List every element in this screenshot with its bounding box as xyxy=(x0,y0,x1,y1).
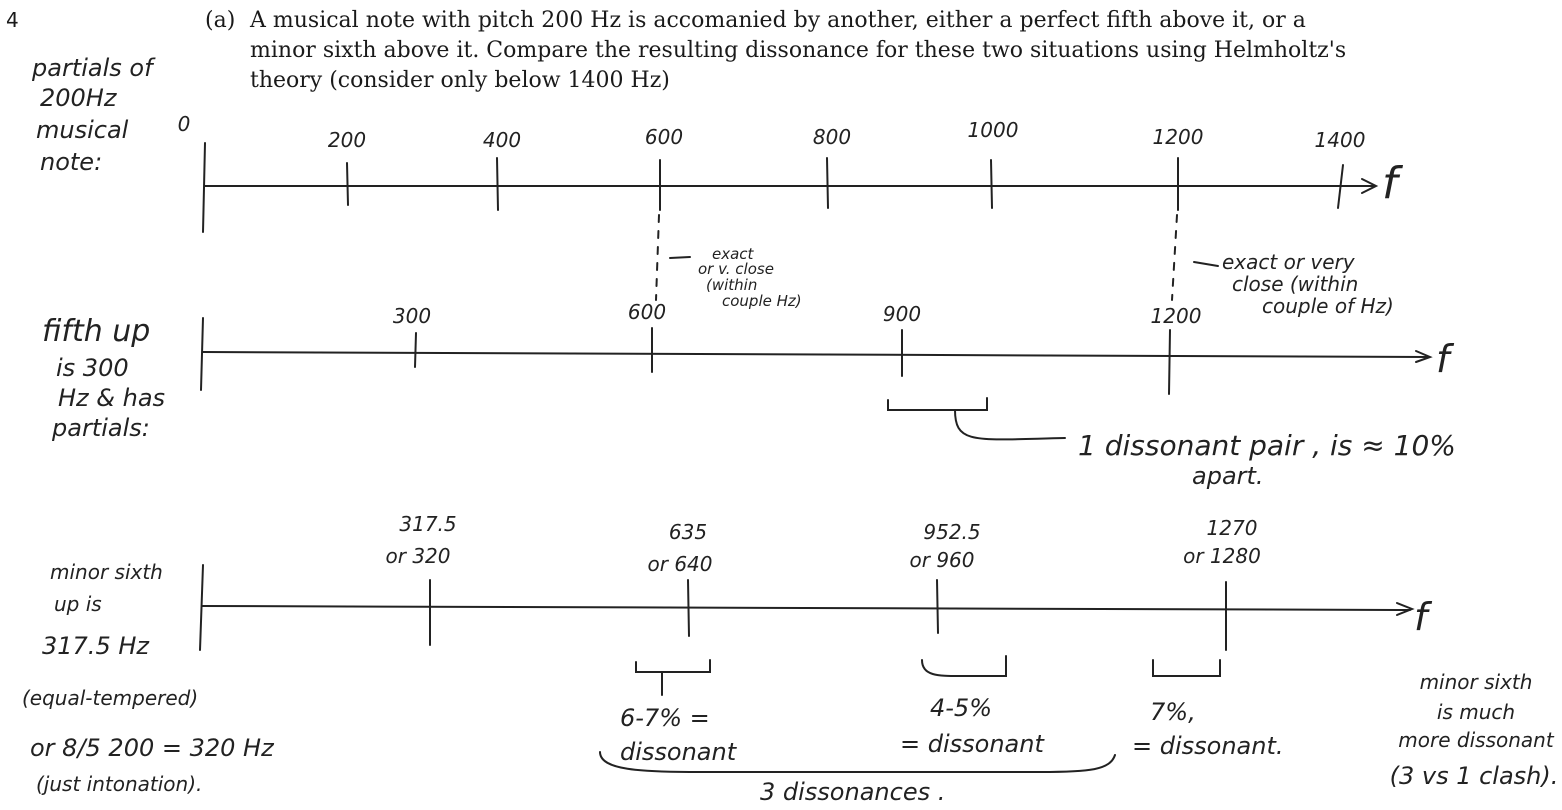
axis3-tick-b-1280: or 1280 xyxy=(1183,544,1261,568)
axis3-tick-a-1270: 1270 xyxy=(1206,516,1258,540)
axis3-bracket-3 xyxy=(1152,659,1221,677)
axis3-symbol-f: f xyxy=(1414,595,1428,639)
note1200-line-3: couple of Hz) xyxy=(1262,294,1394,318)
axis3-label-line-1: minor sixth xyxy=(50,560,163,584)
axis1-tick-1400 xyxy=(1337,164,1344,209)
axis1-tick-label-1000: 1000 xyxy=(967,118,1019,142)
axis3-total-dissonances: 3 dissonances . xyxy=(760,778,946,806)
axis2-result-line-1: 1 dissonant pair , is ≈ 10% xyxy=(1078,429,1456,462)
note1200-line-1: exact or very xyxy=(1222,250,1355,274)
axis1-tick-label-200: 200 xyxy=(327,128,367,152)
axis2-tick-label-300: 300 xyxy=(392,304,432,328)
axis2-tick-1200 xyxy=(1168,329,1171,395)
axis1-tick-800 xyxy=(826,157,829,209)
conclusion-line-3: more dissonant xyxy=(1398,728,1554,752)
axis2-line xyxy=(202,351,1429,358)
axis2-label-line-1: fifth up xyxy=(42,314,151,349)
question-line-2: minor sixth above it. Compare the result… xyxy=(250,38,1347,63)
axis1-tick-1000 xyxy=(990,159,993,209)
axis1-symbol-f: f xyxy=(1382,158,1398,209)
note600-line-2: or v. close xyxy=(698,260,774,278)
axis3-tick-a-635: 635 xyxy=(668,520,708,544)
axis1-arrowhead xyxy=(1361,178,1379,194)
axis2-label-line-3: Hz & has xyxy=(58,384,166,412)
axis3-bracket-3-line-1: 7%, xyxy=(1150,698,1196,726)
axis3-tick-635 xyxy=(687,579,690,637)
axis2-start-bar xyxy=(200,317,204,391)
axis2-label-line-2: is 300 xyxy=(56,354,129,382)
question-line-1: A musical note with pitch 200 Hz is acco… xyxy=(250,8,1306,33)
axis2-bracket-connector xyxy=(954,409,1066,441)
axis2-tick-label-900: 900 xyxy=(882,302,922,326)
axis2-bracket xyxy=(887,397,988,411)
axis2-arrowhead xyxy=(1415,350,1433,363)
axis1-tick-200 xyxy=(346,162,349,206)
axis3-tick-a-317: 317.5 xyxy=(399,512,457,536)
axis3-bracket-3-line-2: = dissonant. xyxy=(1132,732,1284,760)
axis1-tick-label-400: 400 xyxy=(482,128,522,152)
axis3-arrowhead xyxy=(1396,602,1415,616)
axis2-label-line-4: partials: xyxy=(52,414,150,442)
axis1-tick-label-1400: 1400 xyxy=(1314,128,1366,152)
axis3-tick-b-960: or 960 xyxy=(909,548,975,572)
axis1-tick-label-0: 0 xyxy=(177,112,191,136)
conclusion-line-1: minor sixth xyxy=(1419,670,1533,694)
axis2-tick-label-600: 600 xyxy=(627,300,667,324)
total-brace xyxy=(599,751,1116,773)
axis3-label-line-4: (equal-tempered) xyxy=(22,686,199,710)
axis3-label-line-3: 317.5 Hz xyxy=(42,632,149,660)
note600-dash xyxy=(669,256,691,259)
axis1-label-line-1: partials of xyxy=(32,54,153,82)
align-1200-dashed xyxy=(1171,214,1178,301)
axis3-tick-a-952: 952.5 xyxy=(923,520,981,544)
axis3-label-line-5: or 8/5 200 = 320 Hz xyxy=(30,734,274,762)
axis1-label-line-2: 200Hz xyxy=(40,84,117,112)
question-line-3: theory (consider only below 1400 Hz) xyxy=(250,68,670,93)
axis3-bracket-1 xyxy=(635,659,711,673)
axis3-label-line-2: up is xyxy=(54,592,102,616)
conclusion-line-2: is much xyxy=(1436,700,1516,724)
note600-line-4: couple Hz) xyxy=(722,292,802,310)
note1200-dash xyxy=(1193,261,1219,267)
axis3-start-bar xyxy=(199,564,204,651)
note1200-line-2: close (within xyxy=(1232,272,1359,296)
align-600-dashed xyxy=(655,214,660,301)
note600-line-1: exact xyxy=(712,245,754,263)
axis3-tick-952 xyxy=(936,579,939,634)
axis1-tick-label-1200: 1200 xyxy=(1152,125,1204,149)
axis3-line xyxy=(201,605,1411,611)
axis1-start-bar xyxy=(202,142,206,233)
axis3-tick-b-640: or 640 xyxy=(647,552,713,576)
axis1-tick-label-800: 800 xyxy=(812,125,852,149)
axis3-bracket-2-line-2: = dissonant xyxy=(900,730,1044,758)
note600-line-3: (within xyxy=(706,276,758,294)
axis3-bracket-1-line-1: 6-7% = xyxy=(620,704,710,732)
question-part-label: (a) xyxy=(205,8,236,33)
axis3-tick-b-320: or 320 xyxy=(385,544,451,568)
axis2-result-line-2: apart. xyxy=(1192,462,1264,490)
axis1-tick-label-600: 600 xyxy=(644,125,684,149)
axis3-bracket-1-line-2: dissonant xyxy=(620,738,737,766)
axis2-tick-300 xyxy=(414,332,417,368)
axis1-label-line-3: musical xyxy=(36,116,129,144)
axis3-bracket-2 xyxy=(921,655,1007,677)
axis1-tick-400 xyxy=(496,157,499,211)
conclusion-line-4: (3 vs 1 clash). xyxy=(1389,762,1559,790)
question-number: 4 xyxy=(6,8,19,32)
axis1-label-line-4: note: xyxy=(40,148,103,176)
axis2-tick-label-1200: 1200 xyxy=(1150,304,1202,328)
axis3-bracket-2-line-1: 4-5% xyxy=(930,694,993,722)
axis2-symbol-f: f xyxy=(1436,337,1450,381)
axis3-label-line-6: (just intonation). xyxy=(36,772,203,796)
